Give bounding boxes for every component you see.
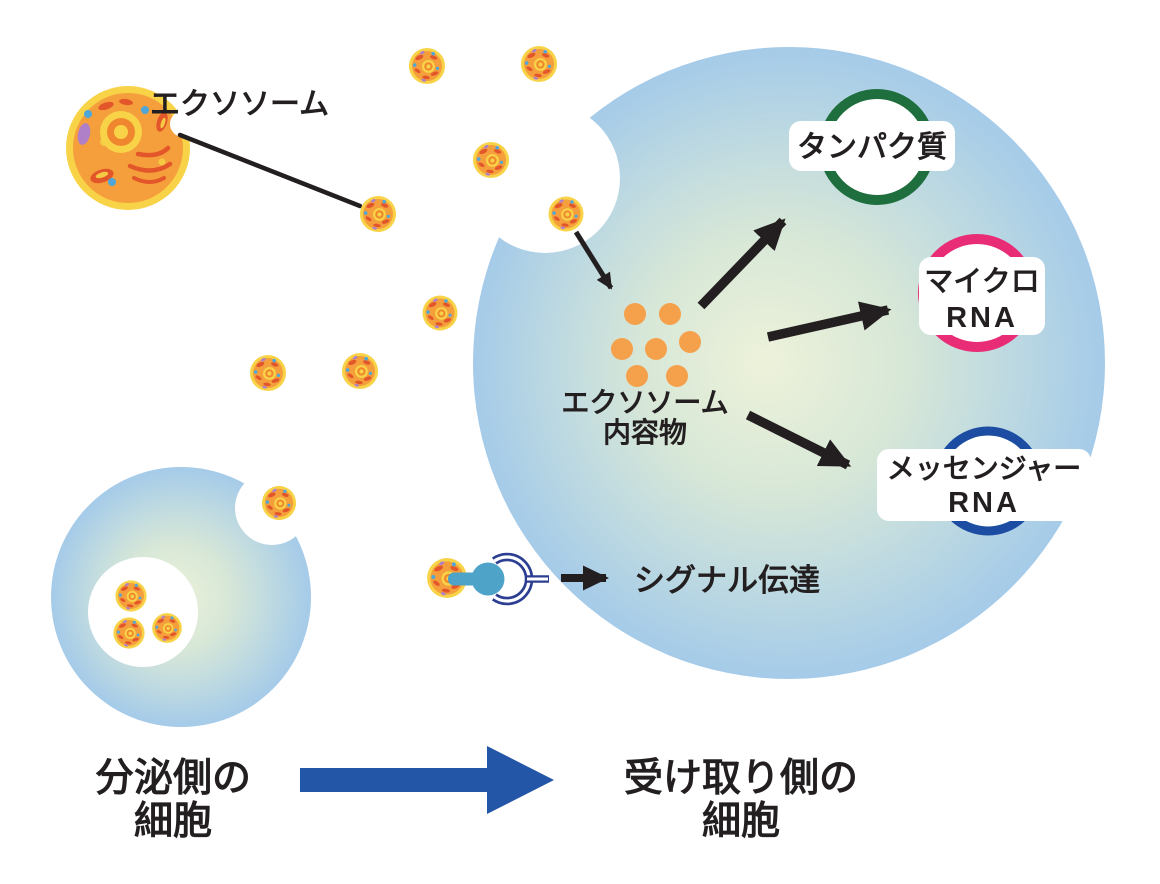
budding-exosome-icon bbox=[261, 485, 297, 521]
exosome-icon bbox=[249, 354, 287, 392]
protein-circle: タンパク質 bbox=[789, 89, 955, 205]
secreting-cell-label-line1: 分泌側の bbox=[95, 757, 251, 800]
messenger-rna-label-line2: RNA bbox=[948, 487, 1020, 519]
mvb-exosome-icon bbox=[152, 613, 182, 643]
uptake-arrow bbox=[573, 230, 614, 290]
messenger-rna-circle: メッセンジャー RNA bbox=[877, 426, 1091, 536]
signal-label: シグナル伝達 bbox=[634, 563, 820, 598]
exosome-icon bbox=[548, 196, 584, 232]
exosome-title-label: エクソソーム bbox=[150, 88, 329, 121]
exosome-icon bbox=[341, 352, 379, 390]
transfer-arrow bbox=[300, 746, 554, 814]
arrow-to-micro-rna bbox=[766, 301, 892, 342]
secreting-cell-label-line2: 細胞 bbox=[134, 800, 212, 843]
protein-label-bg bbox=[789, 121, 955, 171]
cargo-dot bbox=[611, 338, 633, 360]
uptake-notch bbox=[470, 103, 620, 253]
exosome-icon bbox=[408, 47, 446, 85]
micro-rna-label-line2: RNA bbox=[946, 302, 1018, 334]
cargo-dot bbox=[679, 331, 701, 353]
protein-label: タンパク質 bbox=[797, 131, 947, 164]
micro-rna-circle: マイクロ RNA bbox=[918, 234, 1045, 352]
mvb-exosome-icon bbox=[115, 580, 147, 612]
exosome-icon bbox=[520, 45, 558, 83]
exosome-large-icon bbox=[66, 86, 196, 210]
exosome-pointer-line bbox=[177, 132, 363, 209]
messenger-rna-label-line1: メッセンジャー bbox=[887, 453, 1082, 484]
arrow-to-protein bbox=[697, 217, 787, 310]
messenger-rna-label-bg bbox=[877, 449, 1091, 521]
exosome-icon bbox=[472, 141, 510, 179]
micro-rna-label-bg bbox=[919, 257, 1045, 335]
exosome-icon bbox=[359, 195, 397, 233]
cargo-dot bbox=[645, 338, 667, 360]
release-notch bbox=[170, 111, 196, 137]
receptor-icon bbox=[491, 552, 549, 606]
cargo-dot bbox=[624, 303, 646, 325]
ligand-icon bbox=[448, 562, 505, 596]
micro-rna-label-line1: マイクロ bbox=[924, 265, 1039, 298]
cargo-dot bbox=[626, 365, 648, 387]
arrow-to-messenger-rna bbox=[745, 410, 852, 470]
cargo-dots bbox=[611, 303, 701, 387]
mvb-exosome-icon bbox=[113, 617, 145, 649]
receiving-cell-label-line1: 受け取り側の bbox=[624, 757, 858, 800]
exosome-icon bbox=[422, 295, 458, 331]
receiving-cell-label-line2: 細胞 bbox=[702, 800, 780, 843]
cargo-label-line1: エクソソーム bbox=[561, 387, 728, 418]
signal-transduction: シグナル伝達 bbox=[427, 552, 820, 606]
cargo-label-line2: 内容物 bbox=[603, 416, 687, 448]
cargo-dot bbox=[666, 365, 688, 387]
multivesicular-body bbox=[88, 557, 198, 667]
cargo-dot bbox=[659, 303, 681, 325]
